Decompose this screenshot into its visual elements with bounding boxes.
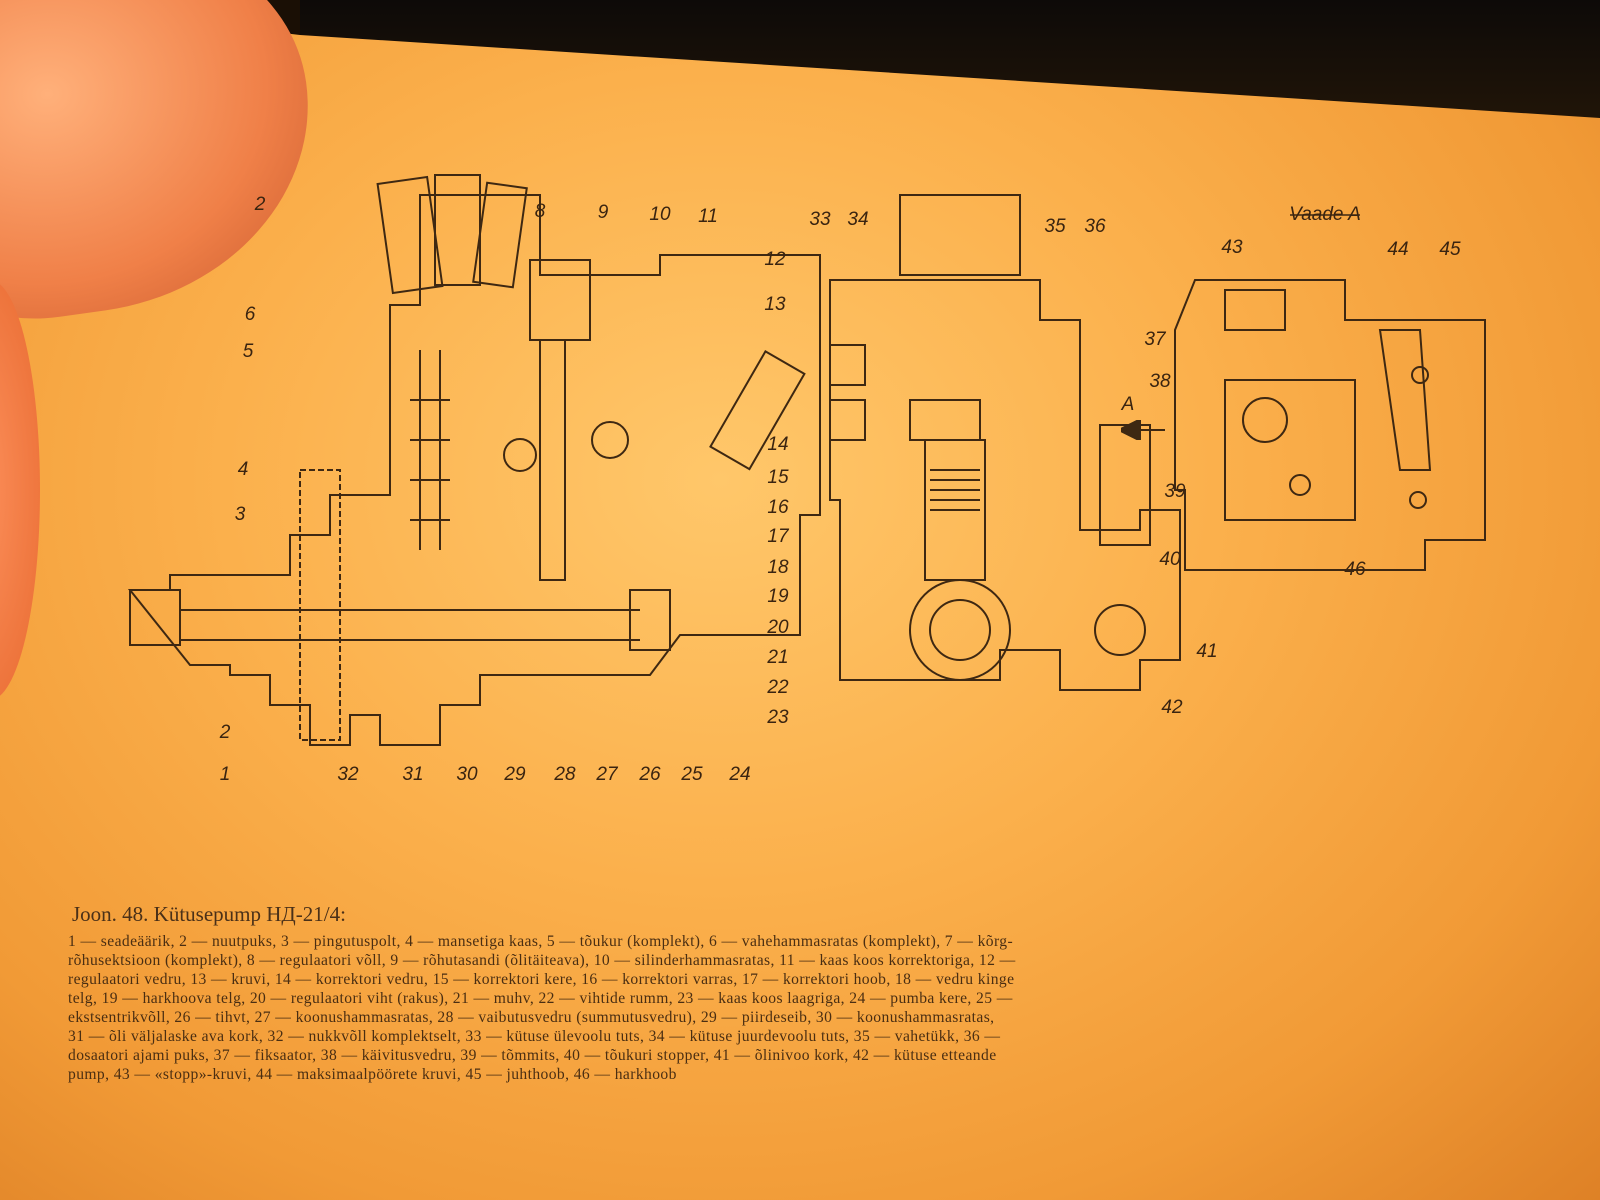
callout-2: 2 <box>219 722 231 743</box>
callout-24: 24 <box>729 764 751 785</box>
callout-30: 30 <box>456 764 478 785</box>
callout-15: 15 <box>767 467 789 488</box>
callout-9: 9 <box>597 202 609 223</box>
callout-39: 39 <box>1164 481 1186 502</box>
callout-14: 14 <box>767 434 789 455</box>
legend-line: regulaatori vedru, 13 — kruvi, 14 — korr… <box>68 971 1015 988</box>
callout-12: 12 <box>764 249 786 270</box>
callout-22: 22 <box>767 677 789 698</box>
callout-45: 45 <box>1439 239 1461 260</box>
legend-line: 31 — õli väljalaske ava kork, 32 — nukkv… <box>68 1028 1001 1045</box>
callout-26: 26 <box>639 764 661 785</box>
callout-46: 46 <box>1344 559 1366 580</box>
legend-line: pump, 43 — «stopp»-kruvi, 44 — maksimaal… <box>68 1066 677 1083</box>
callout-43: 43 <box>1221 237 1243 258</box>
callout-18: 18 <box>767 557 789 578</box>
callout-28: 28 <box>554 764 576 785</box>
callout-8: 8 <box>534 201 546 222</box>
caption-title: Joon. 48. Kütusepump НД-21/4: <box>72 902 346 926</box>
callout-6: 6 <box>244 304 256 325</box>
callout-19: 19 <box>767 586 789 607</box>
front-view-middle <box>829 194 1181 691</box>
callout-2: 2 <box>254 194 266 215</box>
callout-32: 32 <box>337 764 359 785</box>
callout-42: 42 <box>1161 697 1183 718</box>
caption-legend: 1 — seadeäärik, 2 — nuutpuks, 3 — pingut… <box>68 932 1538 1084</box>
callout-11: 11 <box>698 206 718 227</box>
legend-line: telg, 19 — harkhoova telg, 20 — regulaat… <box>68 990 1013 1007</box>
callout-31: 31 <box>402 764 424 785</box>
callout-5: 5 <box>242 341 254 362</box>
callout-41: 41 <box>1196 641 1218 662</box>
callout-25: 25 <box>681 764 703 785</box>
callout-38: 38 <box>1149 371 1171 392</box>
callout-23: 23 <box>767 707 789 728</box>
callout-34: 34 <box>847 209 869 230</box>
legend-line: dosaatori ajami puks, 37 — fiksaator, 38… <box>68 1047 997 1064</box>
callout-10: 10 <box>649 204 671 225</box>
callout-35: 35 <box>1044 216 1066 237</box>
callout-17: 17 <box>767 526 789 547</box>
callout-16: 16 <box>767 497 789 518</box>
callout-4: 4 <box>237 459 249 480</box>
callout-40: 40 <box>1159 549 1181 570</box>
callout-20: 20 <box>767 617 789 638</box>
callout-33: 33 <box>809 209 831 230</box>
callout-36: 36 <box>1084 216 1106 237</box>
callout-1: 1 <box>219 764 231 785</box>
callout-21: 21 <box>767 647 789 668</box>
legend-line: ekstsentrikvõll, 26 — tihvt, 27 — koonus… <box>68 1009 995 1026</box>
view-a-label: Vaade A <box>1289 204 1361 225</box>
callout-29: 29 <box>504 764 526 785</box>
arrow-a-label: A <box>1121 394 1135 415</box>
callout-44: 44 <box>1387 239 1409 260</box>
view-a-right <box>1174 214 1486 571</box>
legend-line: 1 — seadeäärik, 2 — nuutpuks, 3 — pingut… <box>68 933 1014 950</box>
callout-3: 3 <box>234 504 246 525</box>
callout-27: 27 <box>596 764 618 785</box>
section-view-left <box>127 174 821 746</box>
legend-line: rõhusektsioon (komplekt), 8 — regulaator… <box>68 952 1016 969</box>
callout-13: 13 <box>764 294 786 315</box>
callout-37: 37 <box>1144 329 1166 350</box>
